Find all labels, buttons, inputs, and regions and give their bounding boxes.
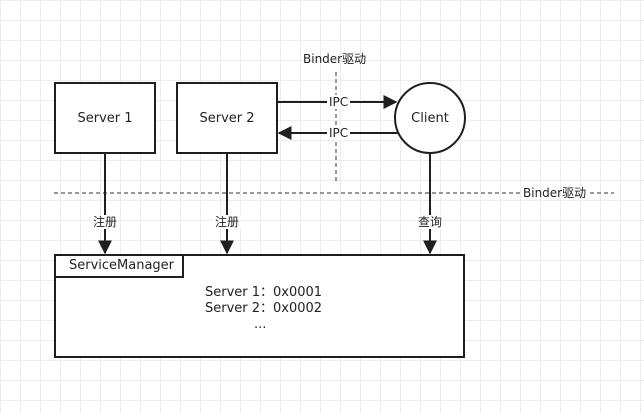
- service-manager-entry: ...: [254, 317, 267, 332]
- server2-label: Server 2: [199, 110, 255, 126]
- service-manager-entry: Server 1：0x0001: [205, 285, 323, 300]
- server2-node: Server 2: [176, 82, 278, 154]
- ipc-request-label: IPC: [327, 95, 351, 109]
- service-manager-title: ServiceManager: [54, 254, 184, 278]
- register-server1-label: 注册: [91, 215, 120, 229]
- server1-label: Server 1: [77, 110, 133, 126]
- binder-horizontal-label: Binder驱动: [523, 186, 587, 200]
- service-manager-entry: Server 2：0x0002: [205, 301, 323, 316]
- service-manager-container: ServiceManager Server 1：0x0001 Server 2：…: [54, 254, 465, 358]
- ipc-response-label: IPC: [327, 126, 351, 140]
- register-server2-label: 注册: [213, 215, 242, 229]
- server1-node: Server 1: [54, 82, 156, 154]
- client-label: Client: [411, 110, 449, 126]
- binder-vertical-label: Binder驱动: [303, 52, 367, 66]
- lookup-label: 查询: [416, 215, 445, 229]
- client-node: Client: [394, 82, 466, 154]
